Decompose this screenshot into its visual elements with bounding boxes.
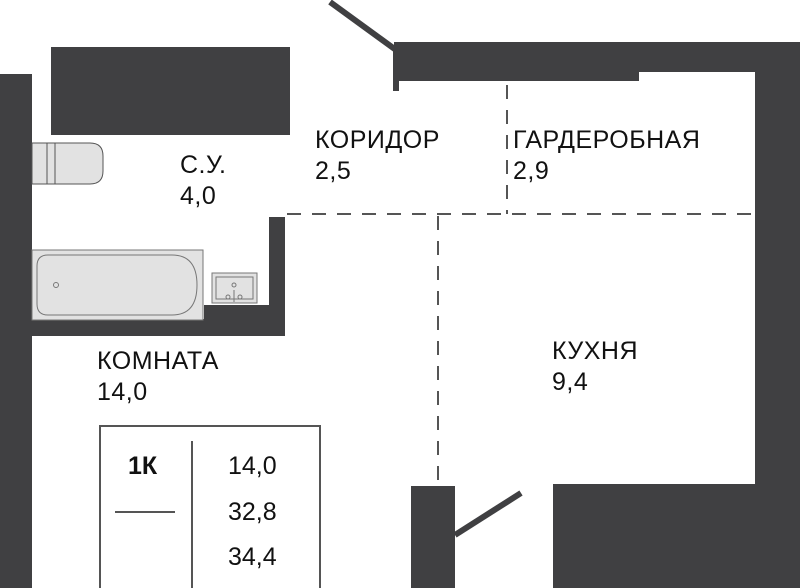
room-area: 4,0 — [180, 182, 217, 210]
summary-box — [99, 425, 321, 588]
room-label-kitchen: КУХНЯ 9,4 — [552, 336, 638, 398]
living-area: 14,0 — [228, 452, 277, 480]
room-label-corridor: КОРИДОР 2,5 — [315, 125, 440, 187]
room-area: 9,4 — [552, 368, 589, 396]
walls — [0, 42, 800, 588]
room-name: КУХНЯ — [552, 337, 639, 365]
room-label-wardrobe: ГАРДЕРОБНАЯ 2,9 — [513, 125, 700, 187]
room-name: КОРИДОР — [315, 126, 440, 154]
room-label-bathroom: С.У. 4,0 — [180, 150, 227, 212]
sink-icon — [211, 272, 258, 304]
door-swings — [328, 0, 523, 538]
total-area-with-balcony: 34,4 — [228, 543, 277, 571]
room-area: 14,0 — [97, 378, 148, 406]
total-area: 32,8 — [228, 498, 277, 526]
bathtub-icon — [31, 249, 204, 321]
room-label-living-room: КОМНАТА 14,0 — [97, 346, 219, 408]
room-name: КОМНАТА — [97, 347, 219, 375]
toilet-icon — [31, 142, 104, 185]
room-dividers — [287, 85, 755, 486]
room-area: 2,9 — [513, 157, 550, 185]
room-name: ГАРДЕРОБНАЯ — [513, 126, 701, 154]
room-area: 2,5 — [315, 157, 352, 185]
apartment-type: 1К — [128, 452, 158, 480]
room-name: С.У. — [180, 151, 227, 179]
